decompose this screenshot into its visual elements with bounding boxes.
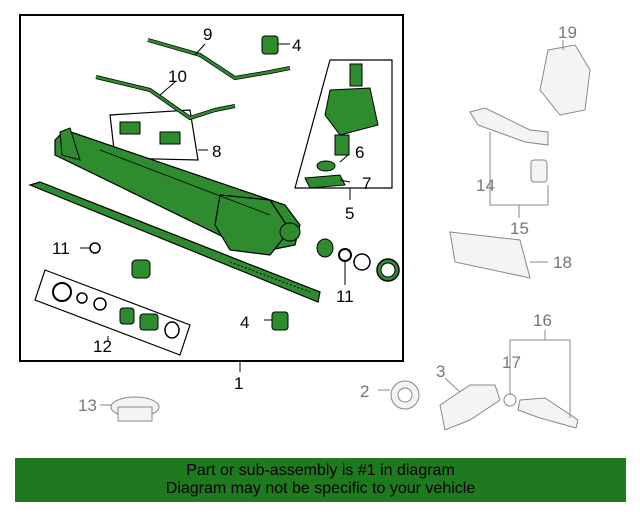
callout-9: 9 (203, 25, 212, 44)
callout-17: 17 (502, 353, 521, 372)
leader-lines-grey (100, 40, 571, 418)
bushing-4-bottom (271, 311, 289, 331)
seals-right (316, 238, 400, 282)
callout-1: 1 (234, 374, 243, 393)
callout-11-left: 11 (52, 239, 70, 258)
subbox-5 (294, 59, 393, 189)
callout-19: 19 (558, 23, 577, 42)
banner-line-1: Part or sub-assembly is #1 in diagram (186, 462, 455, 479)
boot-18 (449, 231, 531, 279)
callout-6: 6 (355, 143, 364, 162)
washer-11-left (89, 242, 101, 254)
banner-line-2: Diagram may not be specific to your vehi… (165, 480, 476, 497)
callout-7: 7 (362, 174, 371, 193)
callout-13: 13 (78, 396, 97, 415)
callout-11-right: 11 (336, 287, 354, 306)
clamp-3 (439, 384, 501, 431)
tie-rod-end-14 (469, 107, 549, 183)
fittings-8 (119, 121, 181, 145)
callout-5: 5 (345, 204, 354, 223)
callout-4-bottom: 4 (240, 313, 249, 332)
notice-banner: Part or sub-assembly is #1 in diagram Di… (15, 458, 626, 502)
bushing-4-top (261, 35, 279, 55)
callout-16: 16 (533, 311, 552, 330)
assembly-box (19, 14, 404, 362)
bracket-19 (539, 44, 591, 116)
callout-10: 10 (168, 67, 187, 86)
callout-18: 18 (553, 253, 572, 272)
callout-14: 14 (476, 176, 495, 195)
callout-2: 2 (360, 382, 369, 401)
callout-4-top: 4 (292, 36, 301, 55)
seal-kit-12 (52, 282, 180, 339)
pipe-10 (95, 75, 236, 121)
grommet-2 (390, 380, 420, 410)
leader-lines (80, 43, 351, 372)
valve-assembly-5 (304, 63, 379, 189)
pipe-9 (147, 38, 291, 81)
steering-rack-housing (28, 127, 321, 303)
mount-13 (110, 396, 160, 422)
subbox-8 (109, 109, 199, 161)
callout-12: 12 (93, 337, 112, 356)
callout-3: 3 (436, 362, 445, 381)
callout-15: 15 (510, 219, 529, 238)
inner-tie-rod-16 (503, 393, 579, 429)
bushing-mid (131, 259, 151, 279)
callout-8: 8 (212, 142, 221, 161)
subbox-12 (34, 269, 191, 356)
